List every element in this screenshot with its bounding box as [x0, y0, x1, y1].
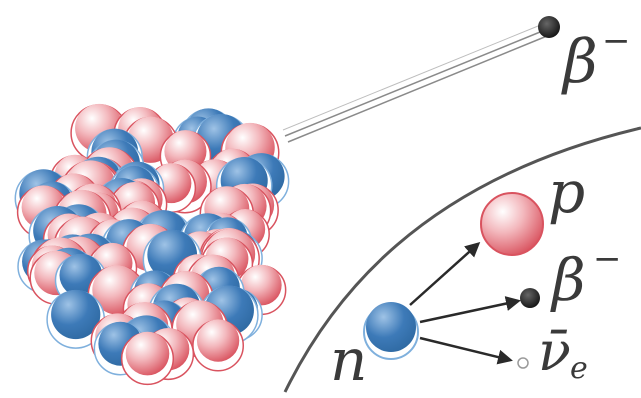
beta-decay-charge: −	[593, 239, 622, 279]
label-antineutrino: ν̄ e	[538, 320, 588, 386]
antineutrino-symbol: ν̄	[538, 320, 571, 383]
nucleus-neutron-fill-84	[51, 289, 101, 340]
nucleus-proton-fill-94	[125, 331, 170, 376]
beta-emitted-symbol: β	[561, 27, 598, 97]
antineutrino-subscript: e	[570, 351, 588, 386]
antineutrino-icon	[517, 357, 529, 369]
beta-emitted-charge: −	[602, 21, 631, 61]
electron-icon	[520, 288, 540, 308]
boundary-arc	[283, 126, 641, 393]
label-beta-emitted: β −	[561, 21, 631, 97]
proton-icon	[480, 192, 544, 256]
emitted-beta-trail	[282, 23, 548, 143]
neutron-icon	[363, 302, 419, 360]
proton-label: p	[548, 158, 585, 226]
nucleus-proton-fill-91	[196, 319, 240, 362]
label-beta-decay: β −	[550, 239, 622, 314]
beta-decay-symbol: β	[550, 246, 586, 314]
neutron-label: n	[330, 326, 367, 394]
decay-arrows	[409, 241, 521, 365]
emitted-electron-icon	[538, 16, 560, 38]
nucleus-icon	[14, 103, 290, 386]
